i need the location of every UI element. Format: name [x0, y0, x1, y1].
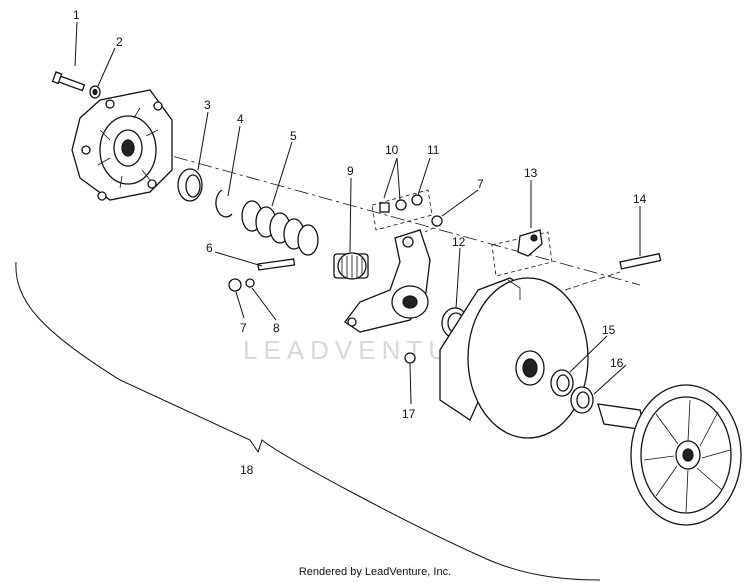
- callout-6: 6: [206, 241, 213, 255]
- callout-13: 13: [524, 166, 538, 180]
- part-fixed-sheave: [597, 384, 742, 526]
- part-nut: [404, 352, 416, 364]
- callout-4: 4: [237, 112, 244, 126]
- callout-7-upper: 7: [477, 177, 484, 191]
- callout-10: 10: [385, 143, 399, 157]
- part-roller-upper: [424, 215, 443, 233]
- callout-5: 5: [290, 129, 297, 143]
- assembly-axis-line: [149, 149, 641, 286]
- part-roller-bearing: [333, 252, 369, 280]
- part-bracket: [491, 229, 553, 277]
- part-cover-housing: [71, 89, 173, 201]
- part-shaft-pin: [564, 252, 662, 291]
- callout-12: 12: [452, 235, 466, 249]
- callout-8: 8: [273, 321, 280, 335]
- callout-15: 15: [602, 323, 616, 337]
- part-sheave-washer: [570, 386, 594, 414]
- part-pin: [257, 258, 296, 271]
- callout-3: 3: [204, 98, 211, 112]
- callout-2: 2: [116, 35, 123, 49]
- part-small-washer: [245, 278, 255, 288]
- callout-9: 9: [347, 164, 354, 178]
- callout-14: 14: [633, 192, 647, 206]
- callout-18: 18: [240, 463, 254, 477]
- part-spring: [241, 200, 319, 256]
- callout-1: 1: [73, 8, 80, 22]
- callout-7-lower: 7: [240, 321, 247, 335]
- callout-labels: 1 2 3 4 5 6 7 8 9 10 11 7 12 13 14 15 16…: [73, 8, 647, 477]
- part-spider-arm: [344, 229, 431, 333]
- part-snap-ring: [215, 189, 233, 218]
- part-sheave-bushing: [550, 369, 574, 397]
- part-washer: [89, 85, 101, 99]
- part-bushing: [177, 168, 203, 202]
- part-nut-and-washer: [371, 189, 433, 231]
- assembly-bracket: [15, 261, 601, 581]
- footer-credit: Rendered by LeadVenture, Inc.: [298, 566, 452, 578]
- callout-17: 17: [402, 407, 416, 421]
- part-moveable-sheave: [439, 277, 589, 439]
- part-roller: [228, 278, 242, 292]
- callout-11: 11: [427, 143, 440, 157]
- part-bolt: [51, 71, 86, 92]
- callout-leaders: [74, 21, 641, 405]
- callout-16: 16: [610, 356, 624, 370]
